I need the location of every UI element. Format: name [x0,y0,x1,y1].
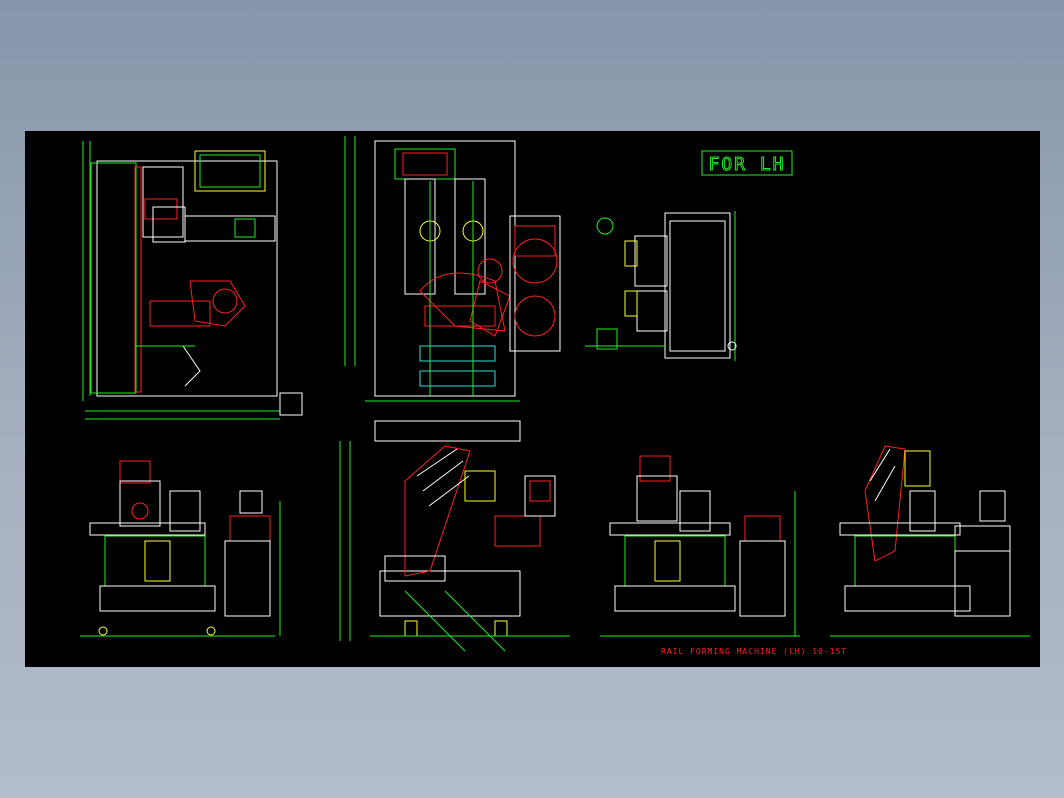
for-lh-label [701,150,793,176]
elevation-view-b [339,420,570,652]
cad-drawing: FOR LH RAIL FORMING MACHINE (LH) 10-1ST [80,136,1030,656]
title-block-text: RAIL FORMING MACHINE (LH) 10-1ST [661,647,847,656]
plan-view-centre [344,136,561,402]
elevation-view-c [600,455,800,637]
side-view-right [585,211,737,361]
elevation-view-a [80,460,281,637]
plan-view-left [82,141,303,420]
for-lh-text: FOR LH [708,154,785,175]
cad-drawing-canvas[interactable]: FOR LH RAIL FORMING MACHINE (LH) 10-1ST [25,131,1040,667]
elevation-view-d [830,445,1030,637]
